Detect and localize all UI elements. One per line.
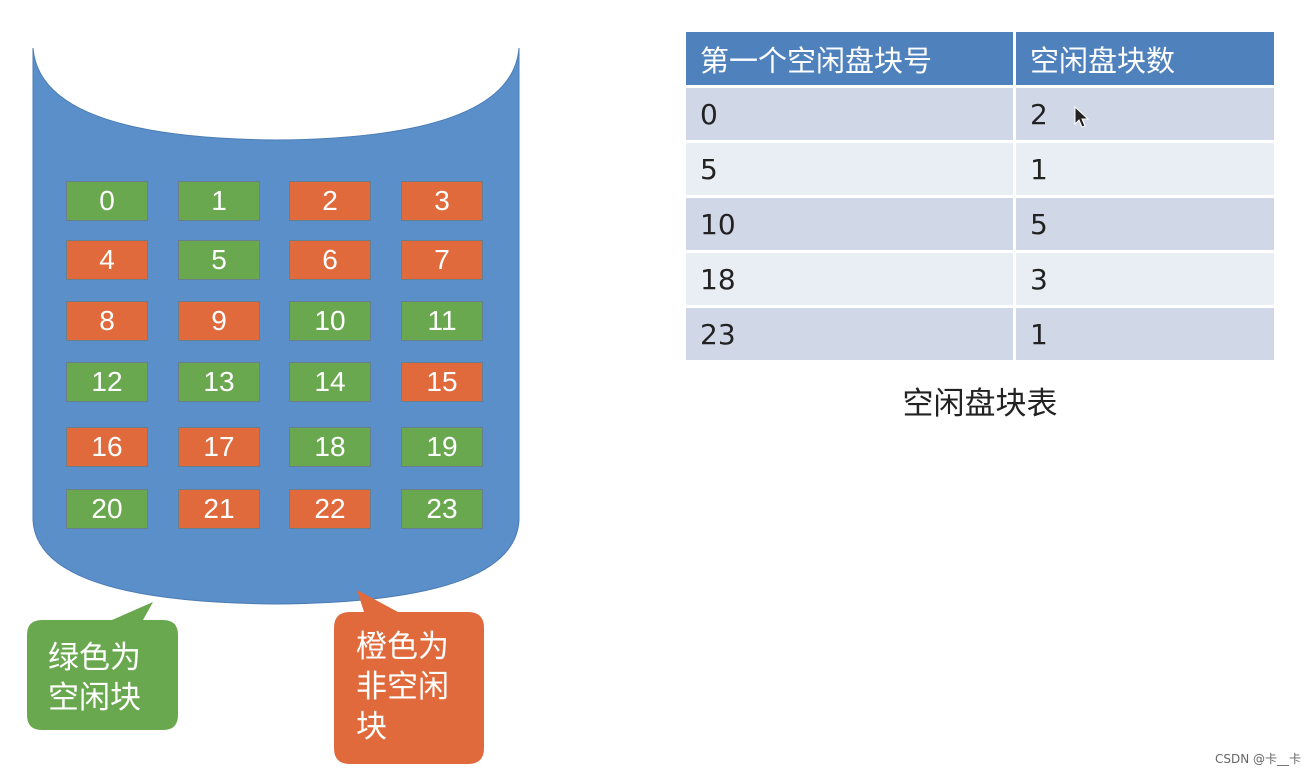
free-disk-block: 10 — [289, 301, 371, 341]
watermark: CSDN @卡__卡 — [1215, 750, 1301, 767]
used-disk-block: 22 — [289, 489, 371, 529]
used-disk-block: 3 — [401, 181, 483, 221]
header-free-block-count: 空闲盘块数 — [1016, 32, 1274, 88]
cell-first-block: 10 — [686, 198, 1016, 253]
cell-block-count: 1 — [1016, 143, 1274, 198]
used-disk-block: 8 — [66, 301, 148, 341]
free-disk-block: 1 — [178, 181, 260, 221]
free-disk-block: 13 — [178, 362, 260, 402]
free-disk-block: 14 — [289, 362, 371, 402]
free-disk-block: 23 — [401, 489, 483, 529]
used-disk-block: 15 — [401, 362, 483, 402]
table-header-row: 第一个空闲盘块号 空闲盘块数 — [686, 32, 1274, 88]
mouse-pointer-icon — [1074, 106, 1090, 130]
used-disk-block: 2 — [289, 181, 371, 221]
used-disk-block: 16 — [66, 427, 148, 467]
used-disk-block: 21 — [178, 489, 260, 529]
table-caption: 空闲盘块表 — [686, 378, 1274, 423]
cell-first-block: 18 — [686, 253, 1016, 308]
cell-first-block: 23 — [686, 308, 1016, 363]
cell-first-block: 0 — [686, 88, 1016, 143]
cell-block-count: 2 — [1016, 88, 1274, 143]
free-disk-block: 11 — [401, 301, 483, 341]
free-disk-block: 19 — [401, 427, 483, 467]
free-block-table: 第一个空闲盘块号 空闲盘块数 0 2 5 1 10 5 18 — [686, 32, 1274, 363]
cell-block-count: 5 — [1016, 198, 1274, 253]
table-row: 0 2 — [686, 88, 1274, 143]
free-block-table-container: 第一个空闲盘块号 空闲盘块数 0 2 5 1 10 5 18 — [686, 32, 1274, 363]
free-disk-block: 20 — [66, 489, 148, 529]
used-disk-block: 6 — [289, 240, 371, 280]
cell-block-count: 1 — [1016, 308, 1274, 363]
free-disk-block: 18 — [289, 427, 371, 467]
free-disk-block: 12 — [66, 362, 148, 402]
free-disk-block: 5 — [178, 240, 260, 280]
cell-block-count: 3 — [1016, 253, 1274, 308]
used-block-legend: 橙色为 非空闲 块 — [356, 627, 449, 747]
used-disk-block: 7 — [401, 240, 483, 280]
header-first-free-block: 第一个空闲盘块号 — [686, 32, 1016, 88]
table-row: 18 3 — [686, 253, 1274, 308]
used-disk-block: 9 — [178, 301, 260, 341]
table-row: 10 5 — [686, 198, 1274, 253]
free-disk-block: 0 — [66, 181, 148, 221]
cell-first-block: 5 — [686, 143, 1016, 198]
table-row: 23 1 — [686, 308, 1274, 363]
free-block-legend: 绿色为 空闲块 — [48, 638, 141, 718]
used-disk-block: 4 — [66, 240, 148, 280]
used-disk-block: 17 — [178, 427, 260, 467]
table-row: 5 1 — [686, 143, 1274, 198]
